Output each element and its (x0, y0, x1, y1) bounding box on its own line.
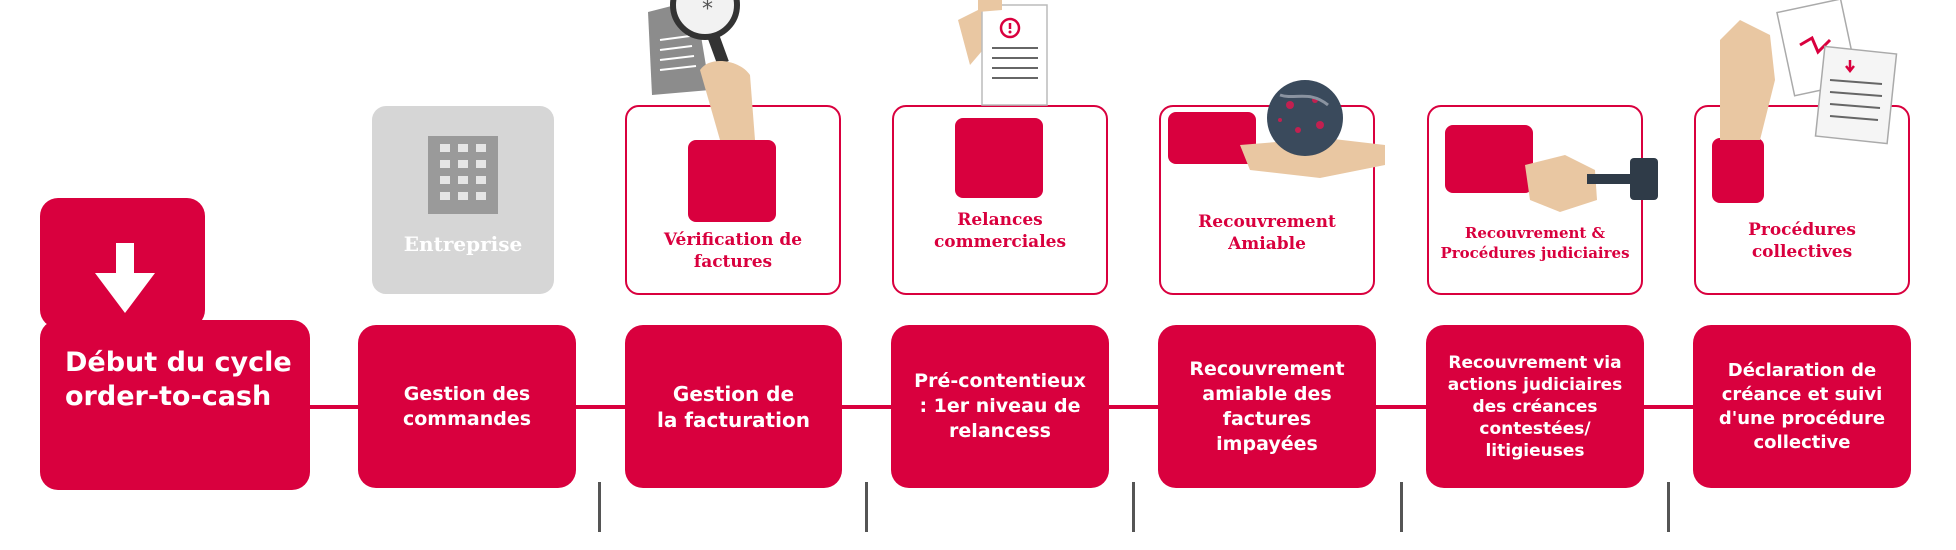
step-box-pre-contentieux: Pré-contentieux : 1er niveau de relances… (891, 325, 1109, 488)
start-label: Début du cycle order-to-cash (65, 347, 292, 412)
tick-5 (1667, 482, 1670, 532)
step-box-judiciaire: Recouvrement via actions judiciaires des… (1426, 325, 1644, 488)
card-red-block (688, 140, 776, 222)
reminder-letter-icon (958, 0, 1048, 106)
enterprise-label: Entreprise (403, 232, 523, 256)
gavel-hand-icon (1525, 155, 1658, 212)
card-amiable: Recouvrement Amiable (1159, 105, 1375, 295)
enterprise-block: Entreprise (372, 106, 554, 294)
card-label: Recouvrement & Procédures judiciaires (1440, 224, 1630, 262)
step-box-procedure-collective: Déclaration de créance et suivi d'une pr… (1693, 325, 1911, 488)
globe-hand-icon (1240, 80, 1385, 178)
card-red-block (1168, 112, 1256, 164)
documents-hand-icon (1720, 0, 1898, 145)
card-label: Recouvrement Amiable (1198, 212, 1336, 254)
tick-4 (1400, 482, 1403, 532)
tick-1 (598, 482, 601, 532)
card-label: Vérification de factures (663, 230, 803, 272)
svg-text:*: * (702, 0, 713, 22)
building-icon (428, 136, 498, 214)
magnifier-invoice-icon: * (648, 0, 755, 141)
card-label: Relances commerciales (933, 210, 1067, 252)
card-red-block (1712, 138, 1764, 203)
card-red-block (955, 118, 1043, 198)
card-red-block (1445, 125, 1533, 193)
card-label: Procédures collectives (1748, 220, 1856, 262)
tick-3 (1132, 482, 1135, 532)
start-shape: Début du cycle order-to-cash (40, 198, 310, 490)
tick-2 (865, 482, 868, 532)
arrow-down-icon (95, 243, 155, 313)
step-box-amiable: Recouvrement amiable des factures impayé… (1158, 325, 1376, 488)
step-box-commandes: Gestion des commandes (358, 325, 576, 488)
step-box-facturation: Gestion de la facturation (625, 325, 842, 488)
